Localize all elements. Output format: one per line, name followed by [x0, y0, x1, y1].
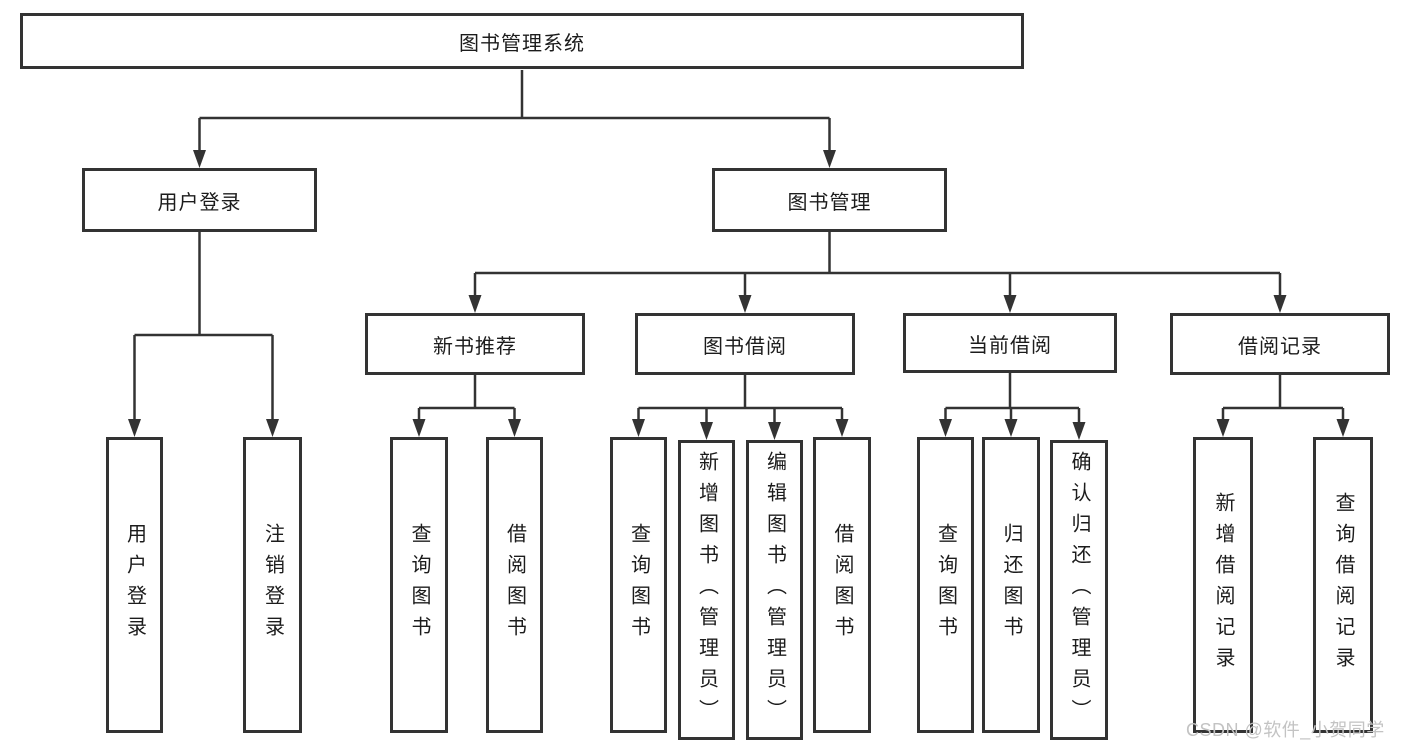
- arrow-to-bb-add: [700, 422, 713, 440]
- csdn-watermark: CSDN @软件_小贺同学: [1186, 720, 1385, 740]
- connector-new-books-branch: [417, 375, 516, 422]
- connector-book-mgmt-to-level3: [473, 232, 1282, 298]
- leaf-logout: 注销登录: [243, 437, 302, 733]
- connector-borrow-records-branch: [1221, 375, 1345, 422]
- arrow-to-user-login: [193, 150, 206, 168]
- node-user-login: 用户登录: [82, 168, 317, 232]
- connector-book-borrow-branch: [637, 375, 844, 425]
- leaf-newbooks-borrow-books: 借阅图书: [486, 437, 543, 733]
- arrow-to-nb-borrow: [508, 419, 521, 437]
- node-current-borrow: 当前借阅: [903, 313, 1117, 373]
- connector-root-to-level2: [198, 70, 831, 153]
- arrow-to-leaf-logout: [266, 419, 279, 437]
- arrow-to-cb-confirm: [1072, 422, 1086, 440]
- arrow-to-borrow-records: [1273, 295, 1287, 313]
- leaf-newbooks-query-books: 查询图书: [390, 437, 448, 733]
- connector-current-borrow-branch: [944, 373, 1081, 425]
- arrow-to-br-add: [1216, 419, 1230, 437]
- leaf-bookborrow-query-books: 查询图书: [610, 437, 667, 733]
- node-borrow-records: 借阅记录: [1170, 313, 1390, 375]
- node-book-management: 图书管理: [712, 168, 947, 232]
- leaf-bookborrow-edit-books-admin: 编辑图书（管理员）: [746, 440, 803, 740]
- leaf-user-login: 用户登录: [106, 437, 163, 733]
- leaf-bookborrow-add-books-admin: 新增图书（管理员）: [678, 440, 735, 740]
- arrow-to-bb-borrow: [835, 419, 849, 437]
- arrow-to-book-borrow: [738, 295, 752, 313]
- leaf-current-confirm-return-admin: 确认归还（管理员）: [1050, 440, 1108, 740]
- arrow-to-bb-edit: [768, 422, 781, 440]
- leaf-records-query-borrow-record: 查询借阅记录: [1313, 437, 1373, 733]
- connector-user-login-branch: [133, 232, 274, 422]
- arrow-to-current-borrow: [1003, 295, 1017, 313]
- arrow-to-br-query: [1336, 419, 1350, 437]
- node-new-book-recommend: 新书推荐: [365, 313, 585, 375]
- node-root-system: 图书管理系统: [20, 13, 1024, 69]
- arrow-to-cb-return: [1004, 419, 1018, 437]
- arrow-to-cb-query: [939, 419, 952, 437]
- arrow-to-leaf-user-login: [128, 419, 141, 437]
- leaf-bookborrow-borrow-books: 借阅图书: [813, 437, 871, 733]
- arrow-to-new-books: [468, 295, 482, 313]
- arrow-to-bb-query: [632, 419, 645, 437]
- leaf-current-return-books: 归还图书: [982, 437, 1040, 733]
- leaf-records-add-borrow-record: 新增借阅记录: [1193, 437, 1253, 733]
- arrow-to-book-mgmt: [823, 150, 836, 168]
- leaf-current-query-books: 查询图书: [917, 437, 974, 733]
- node-book-borrow: 图书借阅: [635, 313, 855, 375]
- arrow-to-nb-query: [412, 419, 426, 437]
